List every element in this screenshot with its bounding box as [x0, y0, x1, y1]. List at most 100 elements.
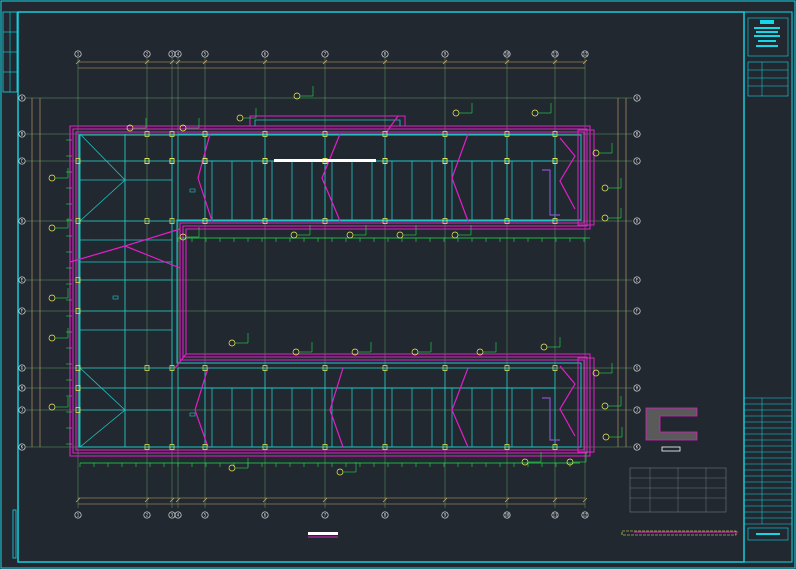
slab-edge: [72, 128, 588, 454]
axis-bubble: 1: [74, 511, 82, 519]
column-tag: [75, 277, 81, 283]
leader-callout: [452, 103, 473, 117]
axis-bubble: 10: [503, 50, 511, 58]
axis-label: B: [636, 132, 639, 137]
axis-label: B: [21, 132, 24, 137]
slab-edge: [75, 131, 585, 451]
leader-circle: [602, 433, 610, 441]
axis-label: 1: [77, 513, 80, 518]
axis-label: D: [636, 219, 639, 224]
axis-bubble: 8: [381, 511, 389, 519]
axis-label: H: [636, 386, 639, 391]
beam-outline: [78, 134, 582, 448]
axis-bubble: D: [18, 217, 26, 225]
axis-circle: [18, 406, 26, 414]
column-tag: [144, 131, 150, 137]
axis-circle: [551, 511, 559, 519]
column-tag: [169, 218, 175, 224]
slab-boundary: [559, 137, 576, 210]
dim-tick: [75, 497, 81, 503]
leader-circle: [336, 468, 344, 476]
axis-label: D: [21, 219, 24, 224]
axis-bubble: J: [633, 406, 641, 414]
leader-circle: [48, 334, 56, 342]
dim-tick: [169, 497, 175, 503]
axis-bubble: 6: [261, 50, 269, 58]
dim-tick: [552, 59, 558, 65]
axis-circle: [174, 50, 182, 58]
dim-tick: [382, 59, 388, 65]
leader-circle: [228, 464, 236, 472]
leader-circle: [396, 231, 404, 239]
axis-label: 8: [384, 513, 387, 518]
axis-label: 3: [171, 52, 174, 57]
column-tag: [442, 218, 448, 224]
leader-callout: [476, 342, 497, 356]
axis-circle: [74, 50, 82, 58]
leader-callout: [336, 462, 357, 476]
axis-circle: [201, 511, 209, 519]
axis-circle: [18, 384, 26, 392]
leader-callout: [540, 337, 561, 351]
leader-circle: [228, 339, 236, 347]
axis-bubble: 10: [503, 511, 511, 519]
stair-diagonal: [79, 133, 126, 181]
axis-circle: [441, 50, 449, 58]
marker: [189, 188, 196, 193]
axis-circle: [633, 364, 641, 372]
axis-label: 4: [177, 52, 180, 57]
leader-callout: [521, 452, 542, 466]
axis-circle: [321, 511, 329, 519]
axis-bubble: 8: [381, 50, 389, 58]
column-tag: [504, 365, 510, 371]
column-tag: [262, 218, 268, 224]
axis-circle: [168, 511, 176, 519]
axis-circle: [551, 50, 559, 58]
axis-label: F: [636, 309, 639, 314]
company-logo: [754, 20, 780, 47]
axis-label: F: [21, 309, 24, 314]
section-detail: [645, 407, 698, 452]
axis-label: J: [21, 408, 23, 413]
slab-span-line: [329, 367, 344, 448]
axis-bubble: B: [18, 130, 26, 138]
leader-callout: [592, 143, 613, 157]
column-tag: [144, 444, 150, 450]
leader-callout: [601, 178, 622, 192]
axis-circle: [321, 50, 329, 58]
column-tag: [202, 158, 208, 164]
opening-marker: [274, 159, 376, 162]
dim-tick: [382, 497, 388, 503]
axis-label: A: [21, 96, 24, 101]
column-tag: [442, 444, 448, 450]
axis-label: 6: [264, 52, 267, 57]
axis-label: 9: [444, 513, 447, 518]
axis-label: C: [21, 159, 24, 164]
column-tag: [262, 158, 268, 164]
dim-tick: [322, 59, 328, 65]
axis-bubble: 3: [168, 511, 176, 519]
axis-circle: [18, 443, 26, 451]
leader-callout: [396, 225, 417, 239]
axis-label: 11: [553, 52, 558, 57]
column-tag: [504, 131, 510, 137]
dim-tick: [262, 497, 268, 503]
column-tag: [382, 444, 388, 450]
axis-label: E: [21, 278, 24, 283]
axis-label: 6: [264, 513, 267, 518]
dim-tick: [582, 59, 588, 65]
leader-circle: [531, 109, 539, 117]
slab-span-line: [451, 367, 469, 448]
axis-label: 4: [177, 513, 180, 518]
column-tag: [552, 444, 558, 450]
axis-circle: [18, 130, 26, 138]
axis-circle: [581, 50, 589, 58]
axis-bubble: 3: [168, 50, 176, 58]
leader-callout: [592, 363, 613, 377]
column-tag: [322, 158, 328, 164]
dim-tick: [322, 497, 328, 503]
axis-circle: [18, 276, 26, 284]
slab-span-line: [174, 353, 187, 369]
dim-tick: [175, 59, 181, 65]
column-tag: [262, 444, 268, 450]
